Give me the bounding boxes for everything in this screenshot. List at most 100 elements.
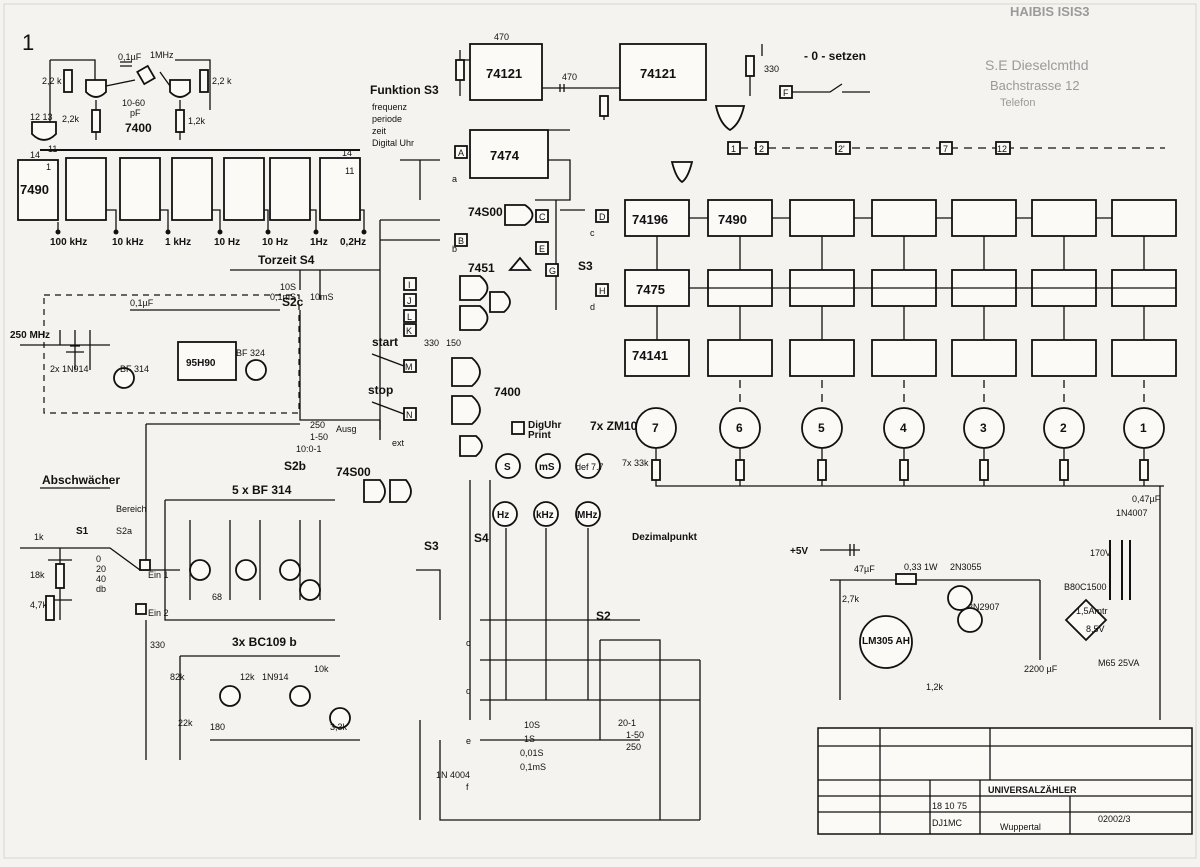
r-top-label: 330 (764, 64, 779, 74)
cap470-a: 470 (562, 72, 577, 82)
tb-place: Wuppertal (1000, 822, 1041, 832)
prescaler-diodes: 2x 1N914 (50, 364, 89, 374)
amp-r-12k: 12k (240, 672, 255, 682)
attenuator-db-0: 0 (96, 554, 101, 564)
range-pos-1: 1S (524, 734, 535, 744)
att-r-1k: 1k (34, 532, 44, 542)
bus-12: 12 (997, 144, 1007, 154)
freq-label-0: 100 kHz (50, 237, 87, 248)
amp-r-330: 330 (150, 640, 165, 650)
psu-trafo: M65 25VA (1098, 658, 1139, 668)
prescaler-transistor: BF 314 (120, 364, 149, 374)
osc-gate-pins: 12 13 (30, 112, 53, 122)
input-ein2: Ein 2 (148, 608, 169, 618)
prescaler-cap: 0,1µF (130, 298, 154, 308)
amp-r-22k: 22k (178, 718, 193, 728)
freq-label-5: 1Hz (310, 237, 328, 248)
unit-def: def 7.7 (576, 462, 604, 472)
deck-d: d (590, 302, 595, 312)
psu-fuse: 1,5Amtr (1076, 606, 1108, 616)
range-deck-c: c (466, 638, 471, 648)
psu-r27: 2,7k (842, 594, 860, 604)
node-L: L (407, 312, 412, 322)
r-left-label: 2,2 k (42, 76, 62, 86)
node-A: A (458, 148, 464, 158)
chip-7451-label: 7451 (468, 261, 495, 275)
attenuator-db-1: 20 (96, 564, 106, 574)
tb-drawing-no: 02002/3 (1098, 814, 1131, 824)
prescaler-range-2: 10:0-1 (296, 444, 322, 454)
res-150-label: 150 (446, 338, 461, 348)
timebase-pos-3: 10mS (310, 292, 334, 302)
chain-pin-11: 11 (345, 166, 354, 176)
amp-r-82k: 82k (170, 672, 185, 682)
stamp-line-3: Telefon (1000, 97, 1035, 109)
chip-74121-a: 74121 (486, 66, 522, 81)
tube-label-1: 1 (1140, 421, 1147, 435)
function-opt-0: frequenz (372, 102, 408, 112)
range-s4: S4 (474, 531, 489, 545)
attenuator-range: Bereich (116, 504, 147, 514)
unit-hz: Hz (497, 510, 509, 521)
function-opt-3: Digital Uhr (372, 138, 414, 148)
prescaler-range-1: 1-50 (310, 432, 328, 442)
cap-unit-label: pF (130, 108, 141, 118)
node-E: E (539, 244, 545, 254)
bus-2: 2 (759, 144, 764, 154)
range-s2: S2 (596, 609, 611, 623)
attenuator-db-3: db (96, 584, 106, 594)
timebase-pos-0: 10S (280, 282, 296, 292)
r470-a: 470 (494, 32, 509, 42)
reset-label: - 0 - setzen (804, 49, 866, 63)
amp-r-10k: 10k (314, 664, 329, 674)
tube-label-5: 5 (818, 421, 825, 435)
prescaler-range-0: 250 (310, 420, 325, 430)
attenuator-s1: S1 (76, 526, 89, 537)
psu-c2200: 2200 µF (1024, 664, 1058, 674)
deck-a: a (452, 174, 457, 184)
chip-74s00-label: 74S00 (468, 205, 503, 219)
psu-hv: 170V (1090, 548, 1111, 558)
deck-c: c (590, 228, 595, 238)
range-switch: S3 S4 S2 10S 1S 0,01S 0,1mS 20-1 1-50 25… (416, 531, 701, 821)
cap-top-label: 0,1µF (118, 52, 142, 62)
r-right-label: 2,2 k (212, 76, 232, 86)
freq-label-1: 10 kHz (112, 237, 144, 248)
chip-7490-counter: 7490 (718, 212, 747, 227)
chip-7474: 7474 (490, 148, 520, 163)
node-B: B (458, 236, 464, 246)
psu-cap47: 47µF (854, 564, 875, 574)
psu-r033: 0,33 1W (904, 562, 938, 572)
top-right-stamp: HAIBIS ISIS3 (1010, 4, 1089, 19)
decade-divider-chain: 7490 100 kHz 10 kHz 1 kHz 10 Hz 10 Hz 1H… (17, 148, 367, 248)
node-M: M (405, 362, 413, 372)
timebase-switch: Torzeit S4 10S 10mS 0,1mS (230, 253, 380, 302)
deck-b: b (452, 244, 457, 254)
prescaler-s2b: S2b (284, 459, 306, 473)
psu-5v: +5V (790, 546, 808, 557)
prescaler-ic: 95H90 (186, 358, 216, 369)
tube-label-4: 4 (900, 421, 907, 435)
function-switch: Funktion S3 frequenz periode zeit Digita… (370, 83, 595, 430)
range-pos-0: 10S (524, 720, 540, 730)
unit-mhz: MHz (577, 510, 598, 521)
node-H: H (599, 286, 606, 296)
freq-label-4: 10 Hz (262, 237, 288, 248)
range-s3: S3 (424, 539, 439, 553)
stamp-line-2: Bachstrasse 12 (990, 78, 1080, 93)
r-bottom-right-label: 1,2k (188, 116, 206, 126)
input-ein1: Ein 1 (148, 570, 169, 580)
timebase-title: Torzeit S4 (258, 253, 315, 267)
node-G: G (549, 266, 556, 276)
gating-logic: 74121 74121 470 470 330 7474 74S00 7451 … (336, 32, 870, 503)
amp-diode: 1N914 (262, 672, 289, 682)
attenuator-title: Abschwächer (42, 473, 120, 487)
power-supply: +5V 47µF 0,33 1W 2N3055 2N2907 LM305 AH … (790, 486, 1161, 720)
chip-7490-first: 7490 (20, 182, 49, 197)
start-label: start (372, 335, 398, 349)
node-C: C (539, 212, 546, 222)
node-N: N (406, 410, 413, 420)
tube-r-label: 7x 33k (622, 458, 649, 468)
